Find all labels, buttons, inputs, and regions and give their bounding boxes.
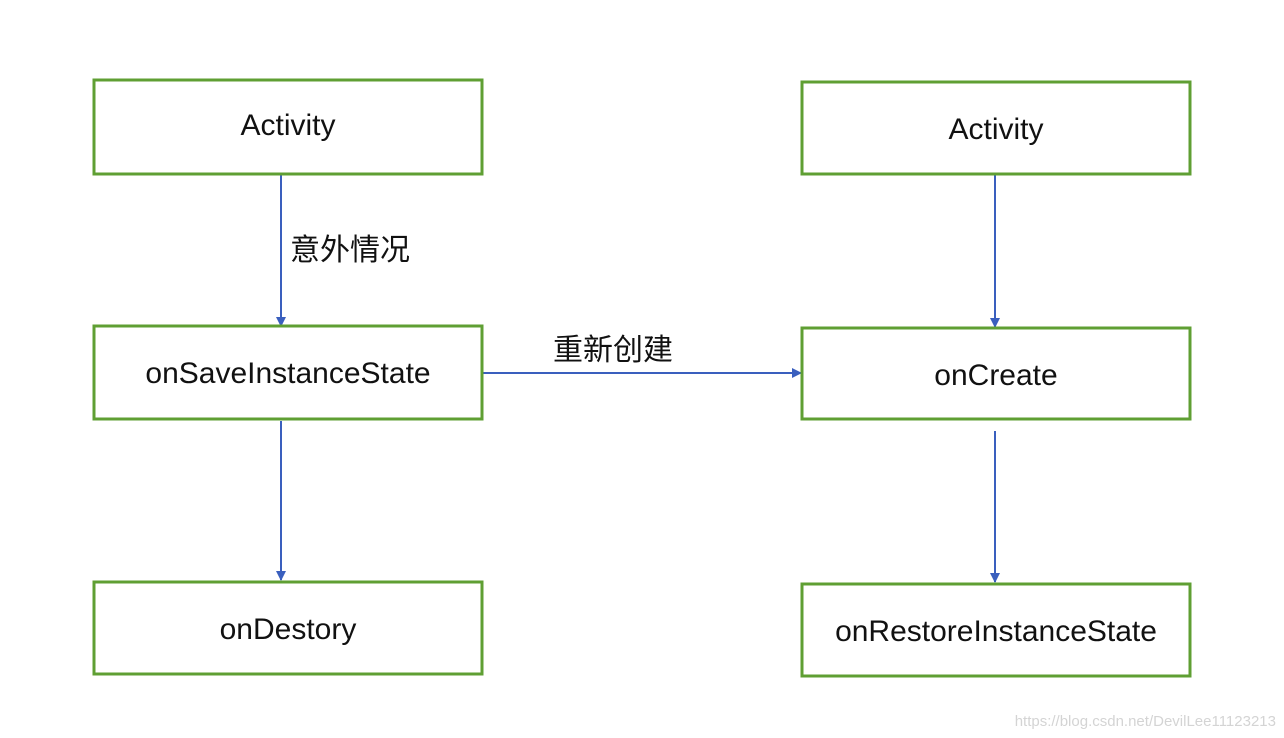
node-save-instance-state: onSaveInstanceState (92, 324, 484, 421)
node-label: onRestoreInstanceState (835, 615, 1157, 648)
node-restore-instance-state: onRestoreInstanceState (800, 582, 1192, 678)
watermark: https://blog.csdn.net/DevilLee11123213 (1015, 713, 1276, 730)
node-on-destory: onDestory (92, 580, 484, 676)
node-label: Activity (948, 113, 1043, 146)
node-label: onCreate (934, 359, 1057, 392)
node-label: onSaveInstanceState (145, 357, 430, 390)
edge-label-unexpected: 意外情况 (290, 233, 410, 268)
edge-label-recreate: 重新创建 (553, 333, 673, 368)
node-left-activity: Activity (92, 78, 484, 176)
node-label: Activity (240, 109, 335, 142)
node-label: onDestory (220, 613, 357, 646)
node-right-activity: Activity (800, 80, 1192, 176)
node-on-create: onCreate (800, 326, 1192, 421)
